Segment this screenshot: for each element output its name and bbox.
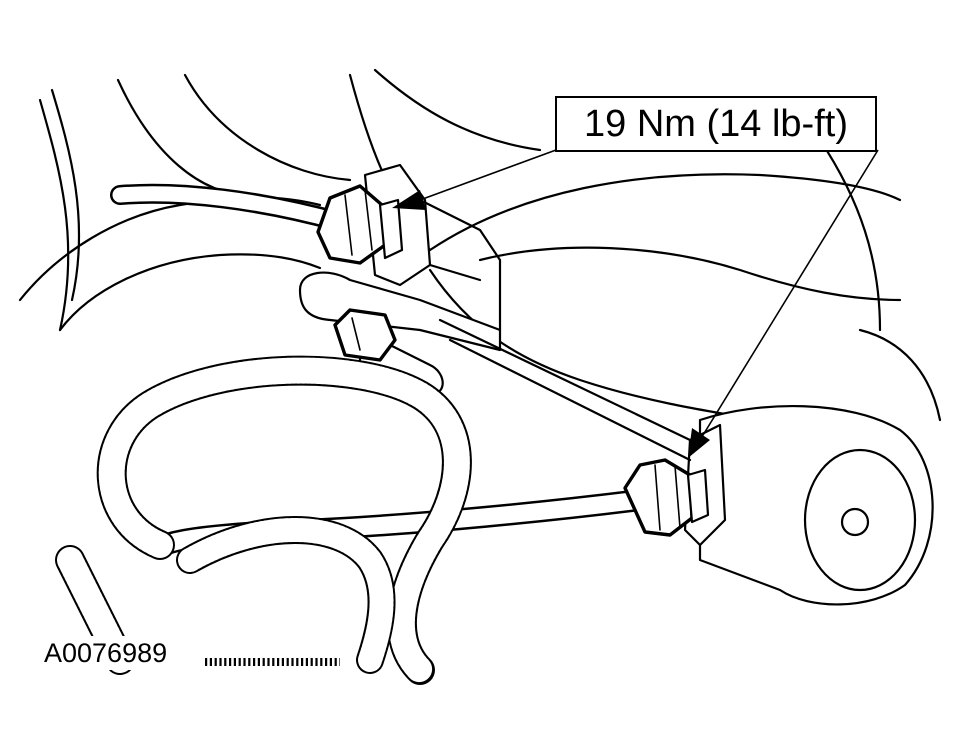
figure-id-label: A0076989 [44,636,174,670]
corrugated-harness [55,355,472,685]
lower-knuckle [438,318,934,606]
arrow-lower [688,428,710,458]
torque-leaders [392,149,879,458]
lower-sensor-nut [623,458,710,537]
arrow-upper [392,190,426,210]
upper-sensor-nut [316,184,404,265]
torque-spec-callout: 19 Nm (14 lb-ft) [555,96,877,152]
